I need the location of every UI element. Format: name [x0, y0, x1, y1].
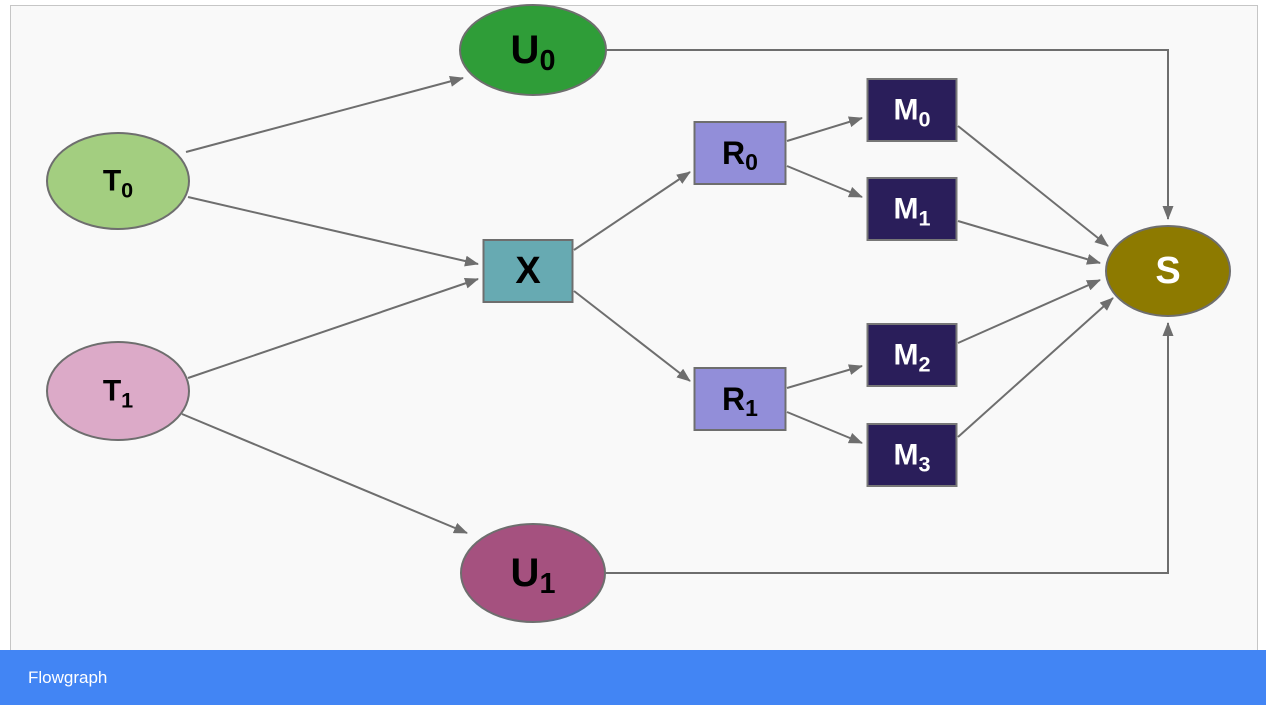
node-M0: M0 — [866, 78, 958, 142]
diagram-canvas — [10, 5, 1258, 650]
node-U1: U1 — [460, 523, 606, 623]
node-shape-S — [1105, 225, 1231, 317]
edge-R1-to-M3 — [786, 411, 863, 444]
status-bar: Flowgraph — [0, 650, 1266, 705]
node-X: X — [482, 239, 574, 303]
node-U0: U0 — [459, 4, 607, 96]
edge-T1-to-U1 — [181, 413, 468, 534]
node-M1: M1 — [866, 177, 958, 241]
node-M3: M3 — [866, 423, 958, 487]
node-shape-X — [482, 239, 574, 303]
edge-X-to-R0 — [573, 171, 691, 251]
edge-U0-to-S — [607, 49, 1174, 220]
node-shape-U0 — [459, 4, 607, 96]
edge-M0-to-S — [957, 125, 1109, 247]
node-label-T1: T1 — [103, 375, 133, 412]
edge-X-to-R1 — [573, 290, 691, 382]
node-shape-M2 — [866, 323, 958, 387]
edge-T1-to-X — [187, 277, 479, 379]
edge-R0-to-M0 — [786, 116, 863, 142]
node-label-R0: R0 — [722, 135, 758, 175]
node-label-X: X — [515, 250, 541, 292]
node-shape-T0 — [46, 132, 190, 230]
node-shape-R0 — [693, 121, 787, 185]
edge-M3-to-S — [957, 297, 1114, 438]
edge-M2-to-S — [957, 279, 1101, 344]
status-bar-title: Flowgraph — [28, 667, 108, 687]
node-R0: R0 — [693, 121, 787, 185]
edge-T0-to-X — [187, 196, 479, 267]
node-M2: M2 — [866, 323, 958, 387]
node-shape-M1 — [866, 177, 958, 241]
node-shape-T1 — [46, 341, 190, 441]
node-T1: T1 — [46, 341, 190, 441]
node-shape-M3 — [866, 423, 958, 487]
edge-U1-to-S — [606, 322, 1174, 574]
node-R1: R1 — [693, 367, 787, 431]
edge-R0-to-M1 — [786, 165, 863, 198]
node-label-U1: U1 — [511, 551, 556, 600]
node-shape-U1 — [460, 523, 606, 623]
node-shape-R1 — [693, 367, 787, 431]
node-T0: T0 — [46, 132, 190, 230]
edge-M1-to-S — [957, 220, 1101, 265]
edge-R1-to-M2 — [786, 364, 863, 389]
edge-T0-to-U0 — [185, 76, 464, 153]
node-shape-M0 — [866, 78, 958, 142]
node-S: S — [1105, 225, 1231, 317]
node-label-S: S — [1155, 250, 1180, 292]
